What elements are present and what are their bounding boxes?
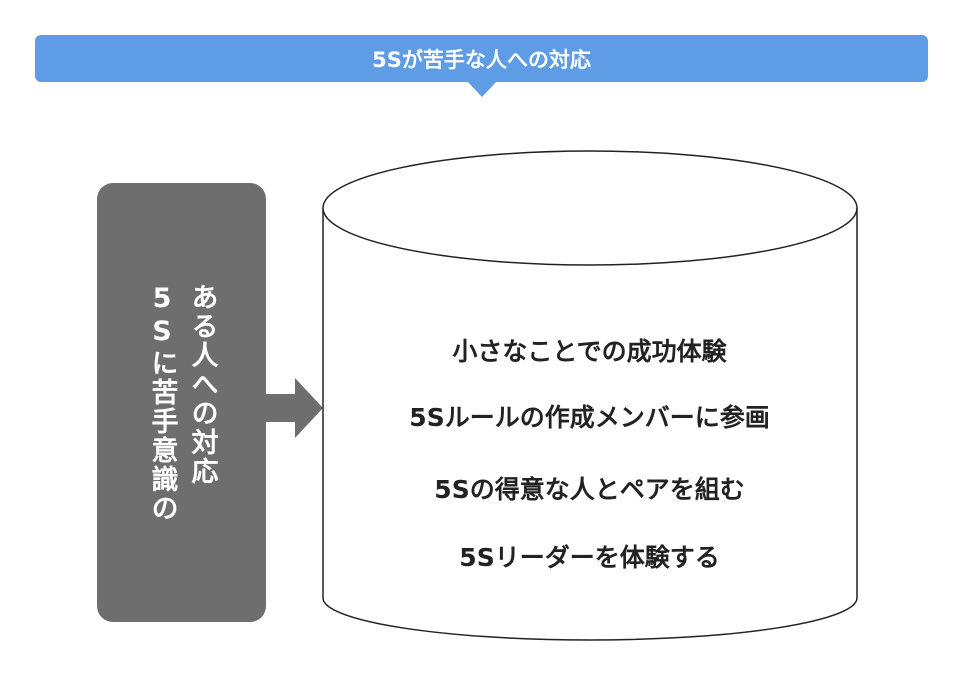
cylinder-item: 小さなことでの成功体験	[452, 337, 727, 366]
left-box-line1: 5Sに苦手意識の	[146, 283, 178, 523]
right-arrow-icon	[266, 378, 323, 438]
cylinder	[322, 150, 858, 641]
left-box-line2: ある人への対応	[186, 283, 218, 486]
cylinder-item: 5Sリーダーを体験する	[459, 543, 720, 572]
cylinder-item: 5Sの得意な人とペアを組む	[434, 475, 745, 504]
left-box: 5Sに苦手意識の ある人への対応	[97, 183, 266, 622]
header-pointer	[467, 81, 497, 97]
header-banner: 5Sが苦手な人への対応	[35, 35, 928, 82]
cylinder-item: 5Sルールの作成メンバーに参画	[409, 403, 770, 432]
header-title: 5Sが苦手な人への対応	[372, 47, 591, 72]
